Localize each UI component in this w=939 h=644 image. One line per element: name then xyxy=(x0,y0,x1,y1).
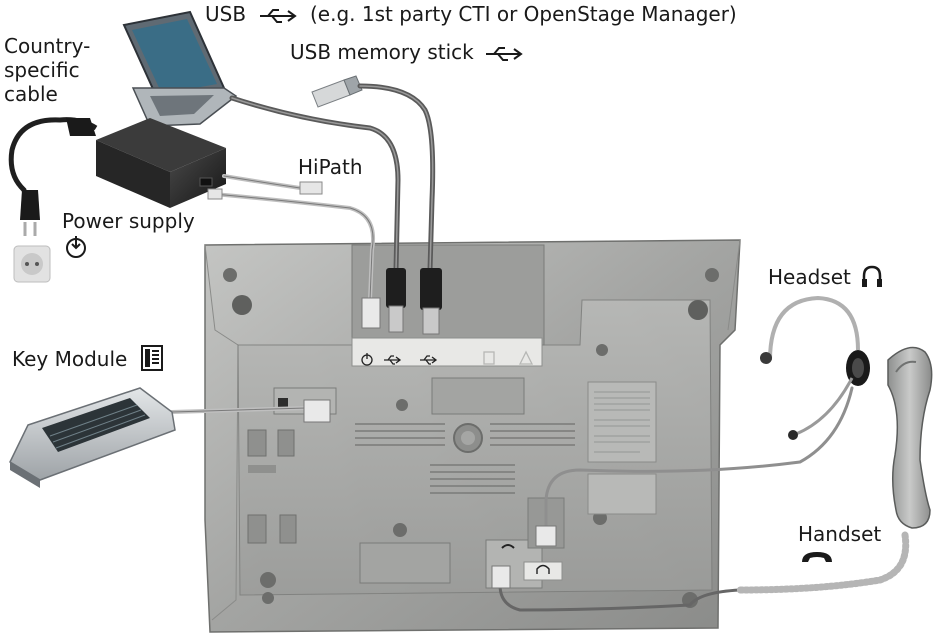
power-supply xyxy=(96,118,226,208)
country-cable-line-3: cable xyxy=(4,82,58,106)
usb-memory-stick xyxy=(311,75,363,108)
usb-label: USB xyxy=(205,2,246,26)
country-cable-line-1: Country- xyxy=(4,34,91,58)
headset-device xyxy=(760,295,870,440)
usb-memory-stick-label: USB memory stick xyxy=(290,40,474,64)
country-cable-label: Country- specific cable xyxy=(4,34,90,106)
cables xyxy=(170,83,910,612)
handset-device xyxy=(887,346,933,529)
usb-text: USB xyxy=(205,2,247,26)
usb-note-label: (e.g. 1st party CTI or OpenStage Manager… xyxy=(310,2,737,26)
power-icon xyxy=(66,236,86,258)
headset-label: Headset xyxy=(768,265,851,289)
key-module-device xyxy=(9,387,176,488)
country-specific-cable xyxy=(8,117,98,283)
hipath-label: HiPath xyxy=(298,155,363,179)
phone-body xyxy=(204,239,741,633)
headset-icon xyxy=(862,265,882,287)
laptop xyxy=(122,10,238,127)
handset-icon xyxy=(802,552,832,562)
panel-port-icons xyxy=(361,350,550,574)
key-module-icon xyxy=(141,345,163,371)
usb-icon xyxy=(486,47,523,61)
key-module-label: Key Module xyxy=(12,347,128,371)
handset-label: Handset xyxy=(798,522,882,546)
power-supply-label: Power supply xyxy=(62,209,195,233)
country-cable-line-2: specific xyxy=(4,58,80,82)
usb-icon xyxy=(260,9,297,23)
